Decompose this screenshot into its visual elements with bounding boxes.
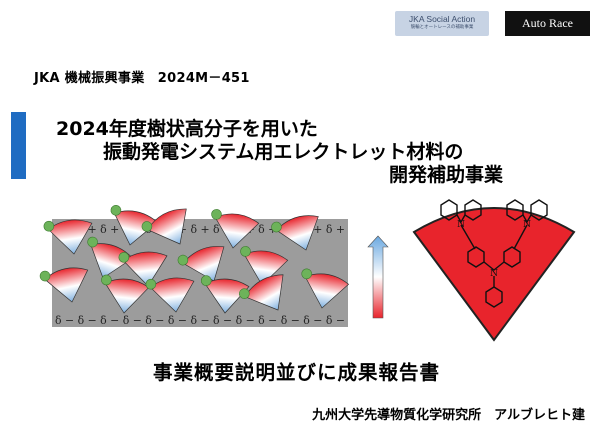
report-title: 事業概要説明並びに成果報告書 xyxy=(152,361,440,384)
project-code: JKA 機械振興事業 2024M－451 xyxy=(34,71,250,86)
negative-charge-row: δ − δ − δ − δ − δ − δ − δ − δ − δ − δ − … xyxy=(55,314,345,327)
svg-text:N: N xyxy=(523,220,531,230)
title-accent-bar xyxy=(11,112,26,179)
auto-race-logo: Auto Race xyxy=(505,11,590,36)
svg-text:N: N xyxy=(457,220,465,230)
svg-text:N: N xyxy=(490,269,498,279)
author-affiliation: 九州大学先導物質化学研究所 アルブレヒト建 xyxy=(312,408,585,423)
title-line-3: 開発補助事業 xyxy=(389,164,504,186)
jka-logo-text: JKA Social Action xyxy=(408,14,476,24)
jka-social-action-logo: JKA Social Action 競輪とオートレースの補助事業 xyxy=(395,11,489,36)
polarization-arrow xyxy=(367,235,389,319)
dendrimer-structure: N N N xyxy=(412,199,576,342)
title-line-1: 2024年度樹状高分子を用いた xyxy=(56,118,318,140)
title-line-2: 振動発電システム用エレクトレット材料の xyxy=(103,141,464,163)
jka-logo-subtext: 競輪とオートレースの補助事業 xyxy=(410,25,474,30)
